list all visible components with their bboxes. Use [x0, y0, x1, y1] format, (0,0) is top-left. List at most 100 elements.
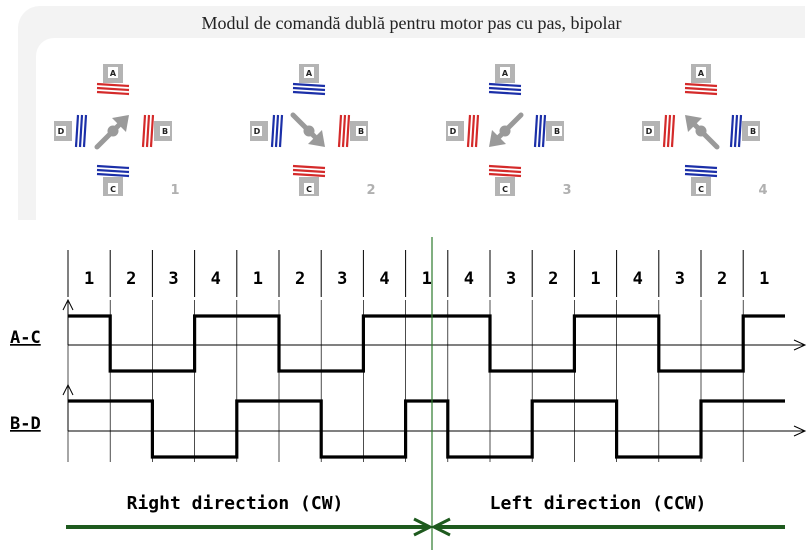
- coil-a-winding: [292, 90, 326, 96]
- coil-a-winding: [292, 86, 326, 92]
- coil-b-winding: [337, 114, 343, 148]
- coil-b-winding: [533, 114, 539, 148]
- step-index: 3: [168, 269, 178, 289]
- pole-b-label: B: [554, 127, 560, 136]
- step-index: 4: [464, 269, 474, 289]
- pole-d-label: D: [58, 127, 65, 136]
- coil-c-winding: [488, 164, 522, 170]
- step-index: 2: [717, 269, 727, 289]
- signal-waveform: [68, 399, 785, 459]
- coil-a-winding: [684, 90, 718, 96]
- signal-label: B-D: [10, 414, 41, 434]
- pole-c-label: C: [698, 185, 704, 194]
- step-number: 4: [758, 183, 767, 198]
- coil-d-winding: [470, 114, 476, 148]
- coil-d-winding: [78, 114, 84, 148]
- pole-d-window: [644, 126, 654, 136]
- coil-b-winding: [145, 114, 151, 148]
- pole-a-label: A: [502, 69, 509, 78]
- pole-a-label: A: [306, 69, 313, 78]
- panel-title: Modul de comandă dublă pentru motor pas …: [201, 13, 622, 33]
- pole-d-window: [252, 126, 262, 136]
- time-axis-arrowhead: [793, 339, 807, 351]
- coil-c-winding: [684, 164, 718, 170]
- pole-a-window: [500, 67, 510, 78]
- pole-c-label: C: [110, 185, 116, 194]
- pole-b-window: [552, 126, 562, 136]
- coil-a-winding: [684, 86, 718, 92]
- rotor-hub: [499, 125, 511, 137]
- pole-a-window: [108, 67, 118, 78]
- pole-d-label: D: [450, 127, 457, 136]
- coil-b-winding: [141, 114, 147, 148]
- step-index: 3: [506, 269, 516, 289]
- coil-a-winding: [96, 82, 130, 88]
- coil-d-winding: [74, 114, 80, 148]
- coil-b-winding: [729, 114, 735, 148]
- pole-c-label: C: [306, 185, 312, 194]
- pole-a-label: A: [110, 69, 117, 78]
- coil-b-winding: [541, 114, 547, 148]
- coil-a-winding: [96, 90, 130, 96]
- signal-waveform: [68, 314, 785, 373]
- coil-c-winding: [684, 172, 718, 178]
- coil-b-winding: [537, 114, 543, 148]
- level-axis-arrowhead: [62, 383, 74, 396]
- pole-b-window: [748, 126, 758, 136]
- coil-a-winding: [96, 86, 130, 92]
- step-index: 3: [675, 269, 685, 289]
- pole-a-label: A: [698, 69, 705, 78]
- coil-d-winding: [274, 114, 280, 148]
- coil-c-winding: [292, 168, 326, 174]
- pole-b-label: B: [162, 127, 168, 136]
- coil-c-winding: [292, 172, 326, 178]
- rotor-shaft: [290, 112, 320, 142]
- pole-d-label: D: [646, 127, 653, 136]
- pole-a-window: [696, 67, 706, 78]
- coil-c-winding: [292, 164, 326, 170]
- coil-b-winding: [149, 114, 155, 148]
- step-index: 1: [590, 269, 600, 289]
- rotor-hub: [107, 125, 119, 137]
- step-index: 4: [379, 269, 389, 289]
- pole-d-window: [448, 126, 458, 136]
- pole-c-window: [696, 183, 706, 194]
- coil-c-winding: [96, 172, 130, 178]
- rotor-arrowhead: [308, 130, 325, 147]
- rotor-hub: [303, 125, 315, 137]
- rotor-hub: [695, 125, 707, 137]
- step-index: 1: [84, 269, 94, 289]
- coil-d-winding: [82, 114, 88, 148]
- coil-c-winding: [684, 168, 718, 174]
- direction-left-label: Left direction (CCW): [490, 493, 707, 514]
- direction-left-arrowhead: [430, 517, 451, 537]
- step-index: 2: [126, 269, 136, 289]
- step-index: 1: [253, 269, 263, 289]
- coil-b-winding: [345, 114, 351, 148]
- coil-b-winding: [737, 114, 743, 148]
- coil-a-winding: [488, 82, 522, 88]
- pole-b-window: [160, 126, 170, 136]
- pole-a-window: [304, 67, 314, 78]
- coil-c-winding: [96, 164, 130, 170]
- pole-d-label: D: [254, 127, 261, 136]
- coil-d-winding: [666, 114, 672, 148]
- pole-b-label: B: [358, 127, 364, 136]
- step-index: 3: [337, 269, 347, 289]
- pole-c-window: [500, 183, 510, 194]
- direction-right-label: Right direction (CW): [127, 493, 344, 514]
- coil-c-winding: [488, 172, 522, 178]
- step-index: 4: [633, 269, 643, 289]
- rotor-arrowhead: [112, 115, 129, 132]
- coil-a-winding: [488, 90, 522, 96]
- coil-d-winding: [474, 114, 480, 148]
- coil-c-winding: [96, 168, 130, 174]
- coil-b-winding: [733, 114, 739, 148]
